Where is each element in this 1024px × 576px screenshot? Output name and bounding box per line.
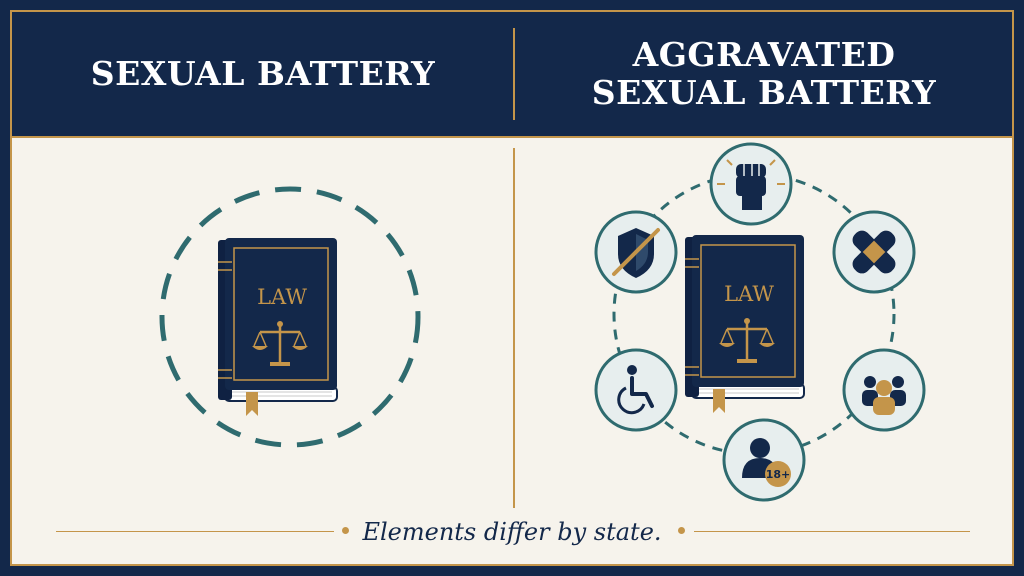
law-book-icon-right — [683, 233, 806, 415]
footer-dot-left — [342, 527, 349, 534]
fist-icon — [709, 142, 793, 226]
footer-rule-right — [694, 531, 970, 532]
group-icon — [842, 348, 926, 432]
header-band: SEXUAL BATTERY AGGRAVATED SEXUAL BATTERY — [12, 12, 1012, 138]
left-book-label: LAW — [257, 285, 307, 309]
minor-icon: 18+ — [722, 418, 806, 502]
column-divider — [513, 148, 515, 508]
left-dashed-ring — [159, 186, 421, 448]
footer: Elements differ by state. — [12, 512, 1012, 552]
left-heading: SEXUAL BATTERY — [90, 54, 436, 93]
law-book-icon — [216, 236, 339, 418]
bandage-icon — [832, 210, 916, 294]
header-divider — [513, 28, 515, 120]
minor-badge: 18+ — [766, 468, 791, 481]
broken-shield-icon — [594, 210, 678, 294]
footer-rule-left — [56, 531, 334, 532]
diagram-canvas: LAW LAW — [159, 142, 926, 502]
right-book-label: LAW — [724, 282, 774, 306]
footer-dot-right — [678, 527, 685, 534]
card-frame: SEXUAL BATTERY AGGRAVATED SEXUAL BATTERY — [10, 10, 1014, 566]
footer-caption: Elements differ by state. — [362, 518, 662, 546]
right-heading: AGGRAVATED SEXUAL BATTERY — [591, 35, 937, 112]
wheelchair-icon — [594, 348, 678, 432]
